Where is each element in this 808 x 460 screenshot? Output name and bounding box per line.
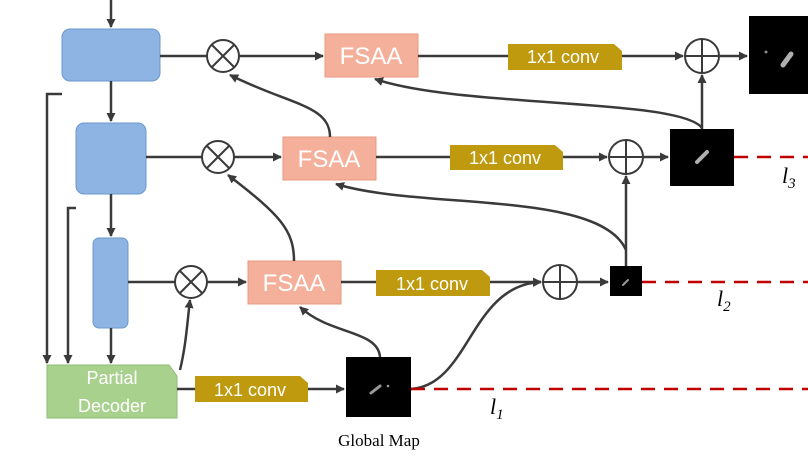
fsaa-label-row2: FSAA xyxy=(298,146,361,173)
flow-arrows xyxy=(128,51,748,394)
fsaa-block-row3: FSAA xyxy=(247,260,342,305)
encoder-block-1 xyxy=(61,28,161,82)
conv-label-row2: 1x1 conv xyxy=(469,148,541,168)
side-map-row2 xyxy=(670,129,734,186)
conv-tag-row3: 1x1 conv xyxy=(376,270,490,296)
add-operator-row1 xyxy=(684,38,720,74)
multiply-operator-row2 xyxy=(201,140,235,174)
loss-lines xyxy=(411,155,808,391)
loss-label-l3: l3 xyxy=(782,163,796,192)
partial-decoder xyxy=(46,364,178,419)
side-map-row1 xyxy=(749,16,808,94)
fsaa-block-row2: FSAA xyxy=(282,136,377,181)
conv-tag-row1: 1x1 conv xyxy=(508,44,622,70)
fsaa-block-row1: FSAA xyxy=(324,33,419,78)
add-operator-row2 xyxy=(608,139,644,175)
multiply-operator-row3 xyxy=(174,265,208,299)
add-operator-row3 xyxy=(542,264,578,300)
conv-tag-decoder: 1x1 conv xyxy=(195,376,308,402)
encoder-block-2 xyxy=(75,122,147,195)
conv-label-decoder: 1x1 conv xyxy=(214,380,286,400)
conv-label-row1: 1x1 conv xyxy=(527,47,599,67)
global-map xyxy=(346,357,411,417)
fsaa-label-row3: FSAA xyxy=(263,270,326,297)
encoder-connections xyxy=(42,0,116,364)
loss-label-l1: l1 xyxy=(490,394,504,423)
conv-tag-row2: 1x1 conv xyxy=(450,145,563,170)
conv-label-row3: 1x1 conv xyxy=(396,274,468,294)
side-map-row3 xyxy=(610,266,642,296)
partial-decoder-label-line1: Partial xyxy=(86,368,137,388)
global-map-caption: Global Map xyxy=(338,431,420,450)
partial-decoder-label-line2: Decoder xyxy=(78,396,146,416)
loss-label-l2: l2 xyxy=(717,286,731,315)
multiply-operator-row1 xyxy=(206,39,240,73)
encoder-block-3 xyxy=(92,237,129,329)
fsaa-label-row1: FSAA xyxy=(340,43,403,70)
